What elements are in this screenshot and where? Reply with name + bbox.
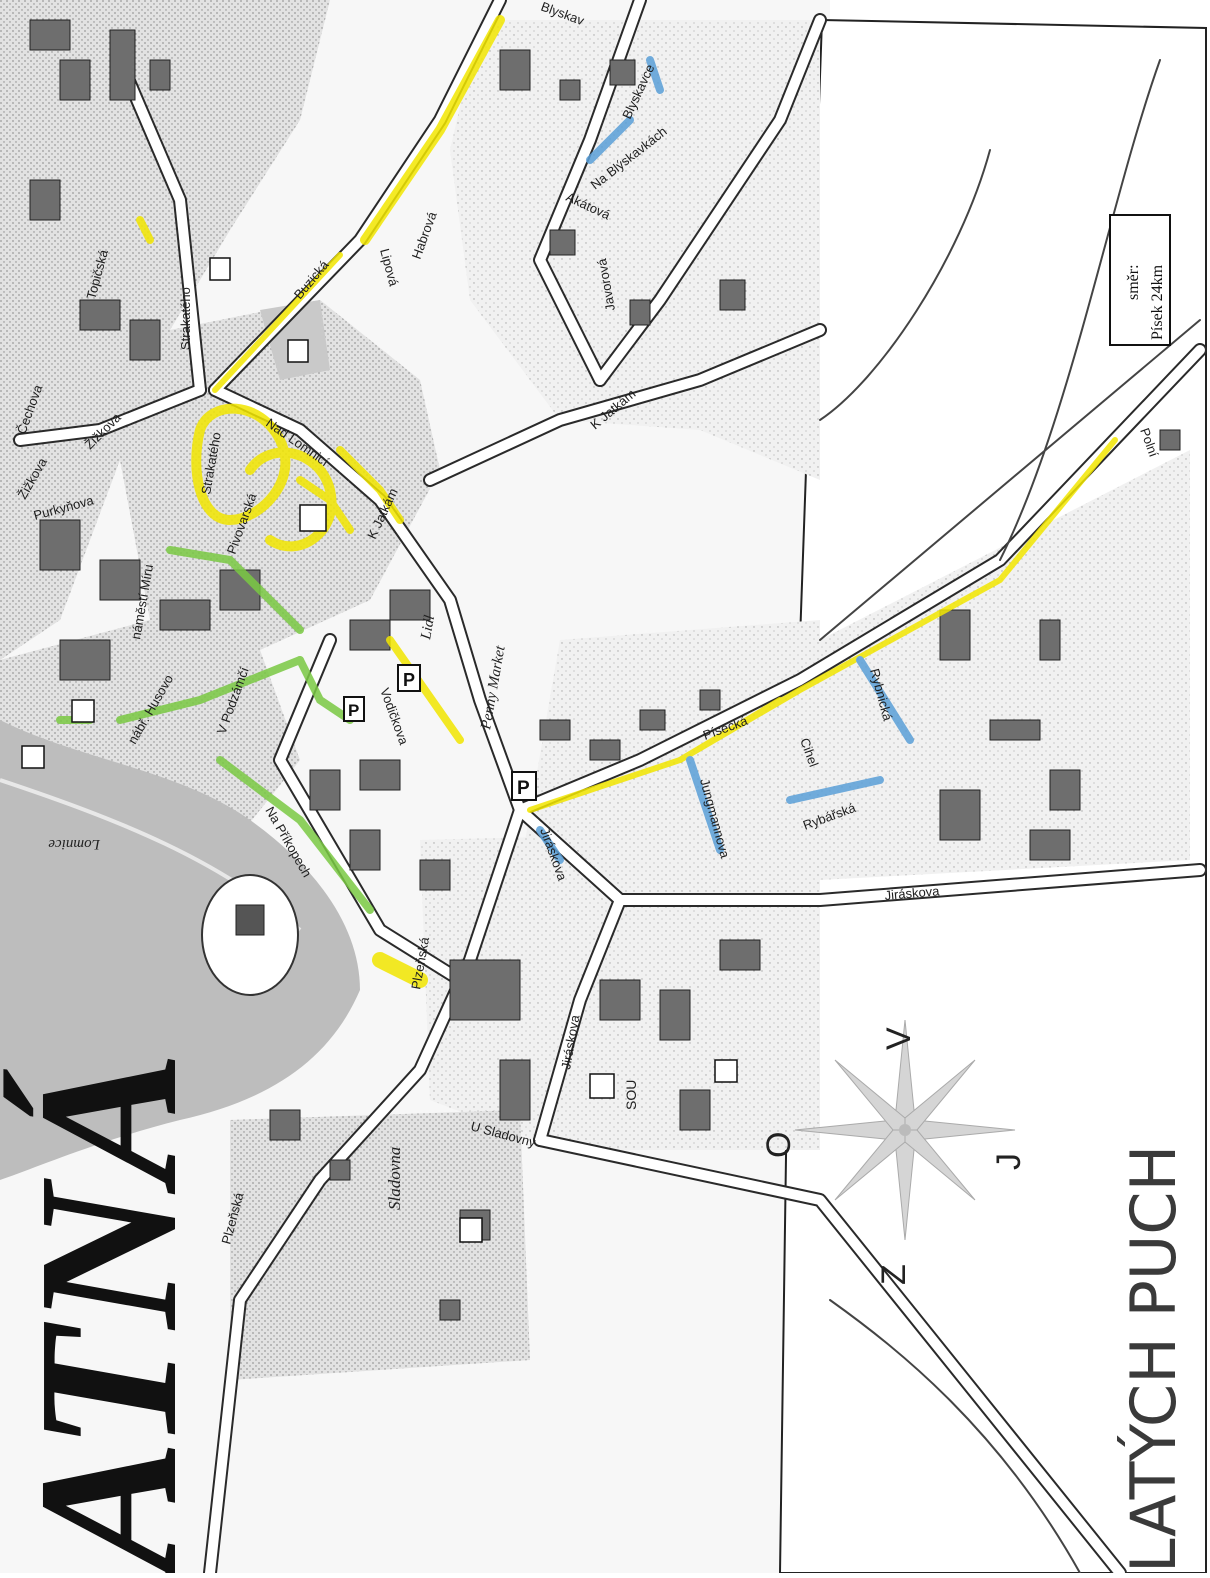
street-strakateho-1: Strakatého bbox=[178, 287, 193, 350]
compass-west: O bbox=[760, 1132, 798, 1158]
compass-letters: J V Z O bbox=[760, 1027, 1028, 1285]
compass-south: Z bbox=[875, 1264, 913, 1285]
direction-label: směr: bbox=[1125, 264, 1142, 300]
road-network bbox=[13, 0, 1207, 1578]
direction-box: směr: Písek 24km bbox=[1109, 214, 1171, 346]
direction-destination: Písek 24km bbox=[1149, 264, 1166, 340]
compass-rose bbox=[794, 1019, 1016, 1241]
museum-icon bbox=[71, 699, 95, 723]
parking-signs: P P P bbox=[343, 664, 537, 801]
compass-north: J bbox=[990, 1153, 1028, 1170]
svg-text:P: P bbox=[348, 701, 359, 720]
parking-sign-3: P bbox=[511, 771, 537, 801]
horse-icon bbox=[714, 1059, 738, 1083]
label-sou: SOU bbox=[623, 1080, 639, 1110]
svg-text:P: P bbox=[403, 670, 415, 690]
handwritten-note: LATÝCH PUCH bbox=[1117, 1145, 1190, 1573]
poi-icons bbox=[21, 257, 738, 1243]
label-lidl: Lidl bbox=[418, 614, 438, 642]
parking-sign-2: P bbox=[343, 696, 365, 722]
town-name: ATNÁ bbox=[0, 1051, 219, 1573]
buildings bbox=[29, 19, 1181, 1321]
info-icon bbox=[21, 745, 45, 769]
label-river: Lomnice bbox=[48, 836, 101, 852]
compass-east: V bbox=[880, 1027, 918, 1050]
svg-text:P: P bbox=[517, 778, 530, 799]
river-lomnice bbox=[0, 720, 360, 1180]
school-icon bbox=[589, 1073, 615, 1099]
stable-icon bbox=[459, 1217, 483, 1243]
parking-sign-1: P bbox=[397, 664, 421, 692]
street-jiraskova-3: Jiráskova bbox=[884, 883, 941, 903]
sports-icon bbox=[299, 504, 327, 532]
church-icon bbox=[209, 257, 231, 281]
cemetery-icon bbox=[287, 339, 309, 363]
label-sladovna: Sladovna bbox=[385, 1147, 404, 1210]
highlighted-streets bbox=[56, 15, 1118, 988]
